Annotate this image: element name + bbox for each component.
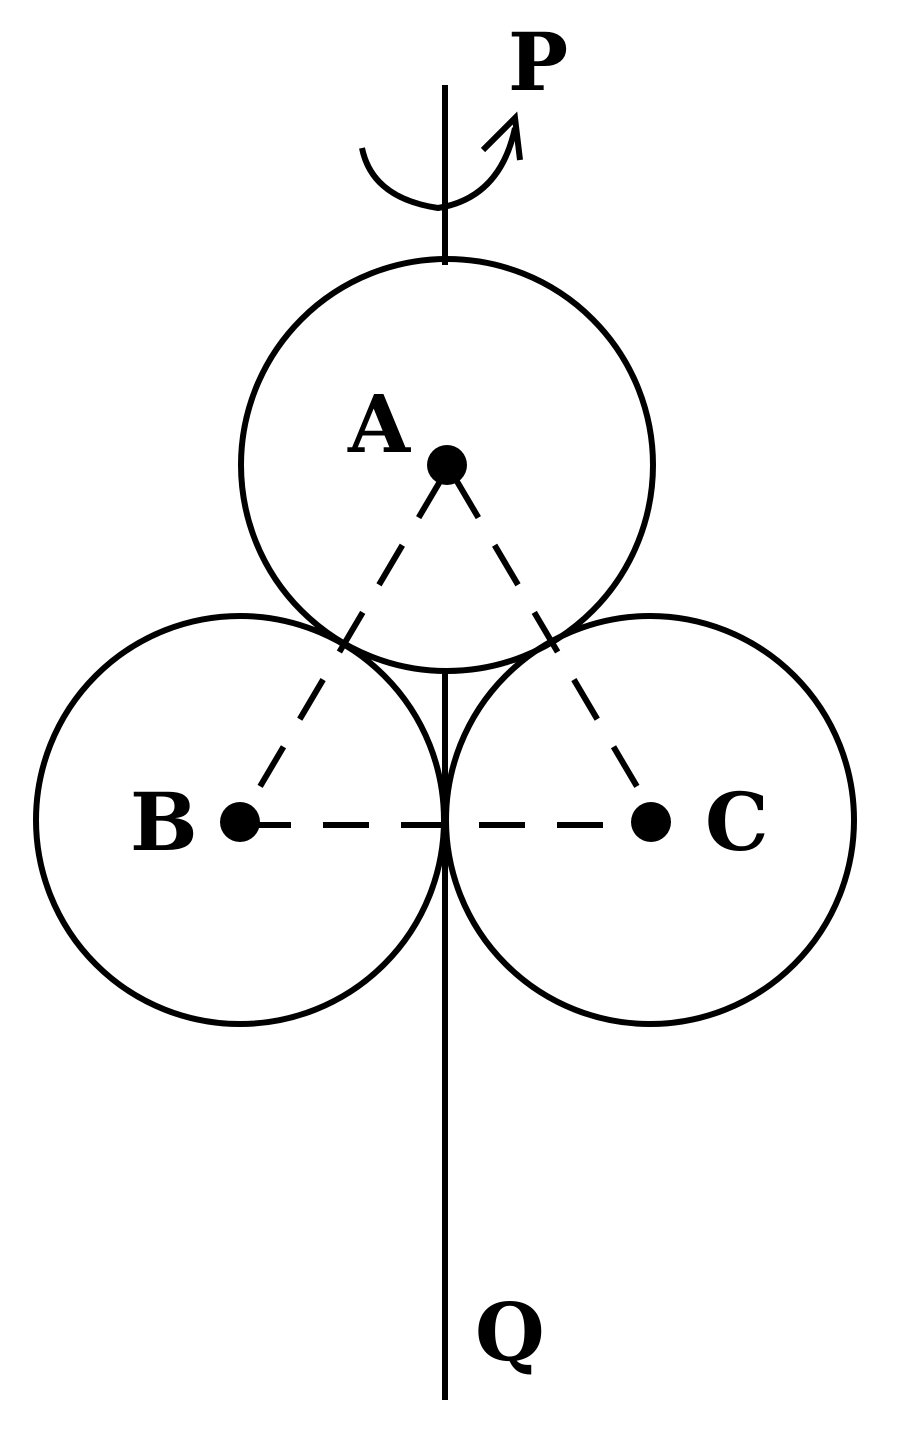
label-p: P [508,15,568,109]
center-point-a [427,445,467,485]
circle-c [443,613,857,1027]
dashed-segment-ab [242,476,445,814]
label-c: C [705,775,769,869]
label-a: A [347,377,411,471]
dashed-segment-ac [452,476,655,814]
center-point-b [220,802,260,842]
rotation-arrow-arc [359,127,518,212]
label-q: Q [475,1285,545,1379]
center-point-c [631,802,671,842]
rotation-arrow-head [480,111,523,161]
circle-a [238,256,656,674]
label-b: B [130,775,198,869]
